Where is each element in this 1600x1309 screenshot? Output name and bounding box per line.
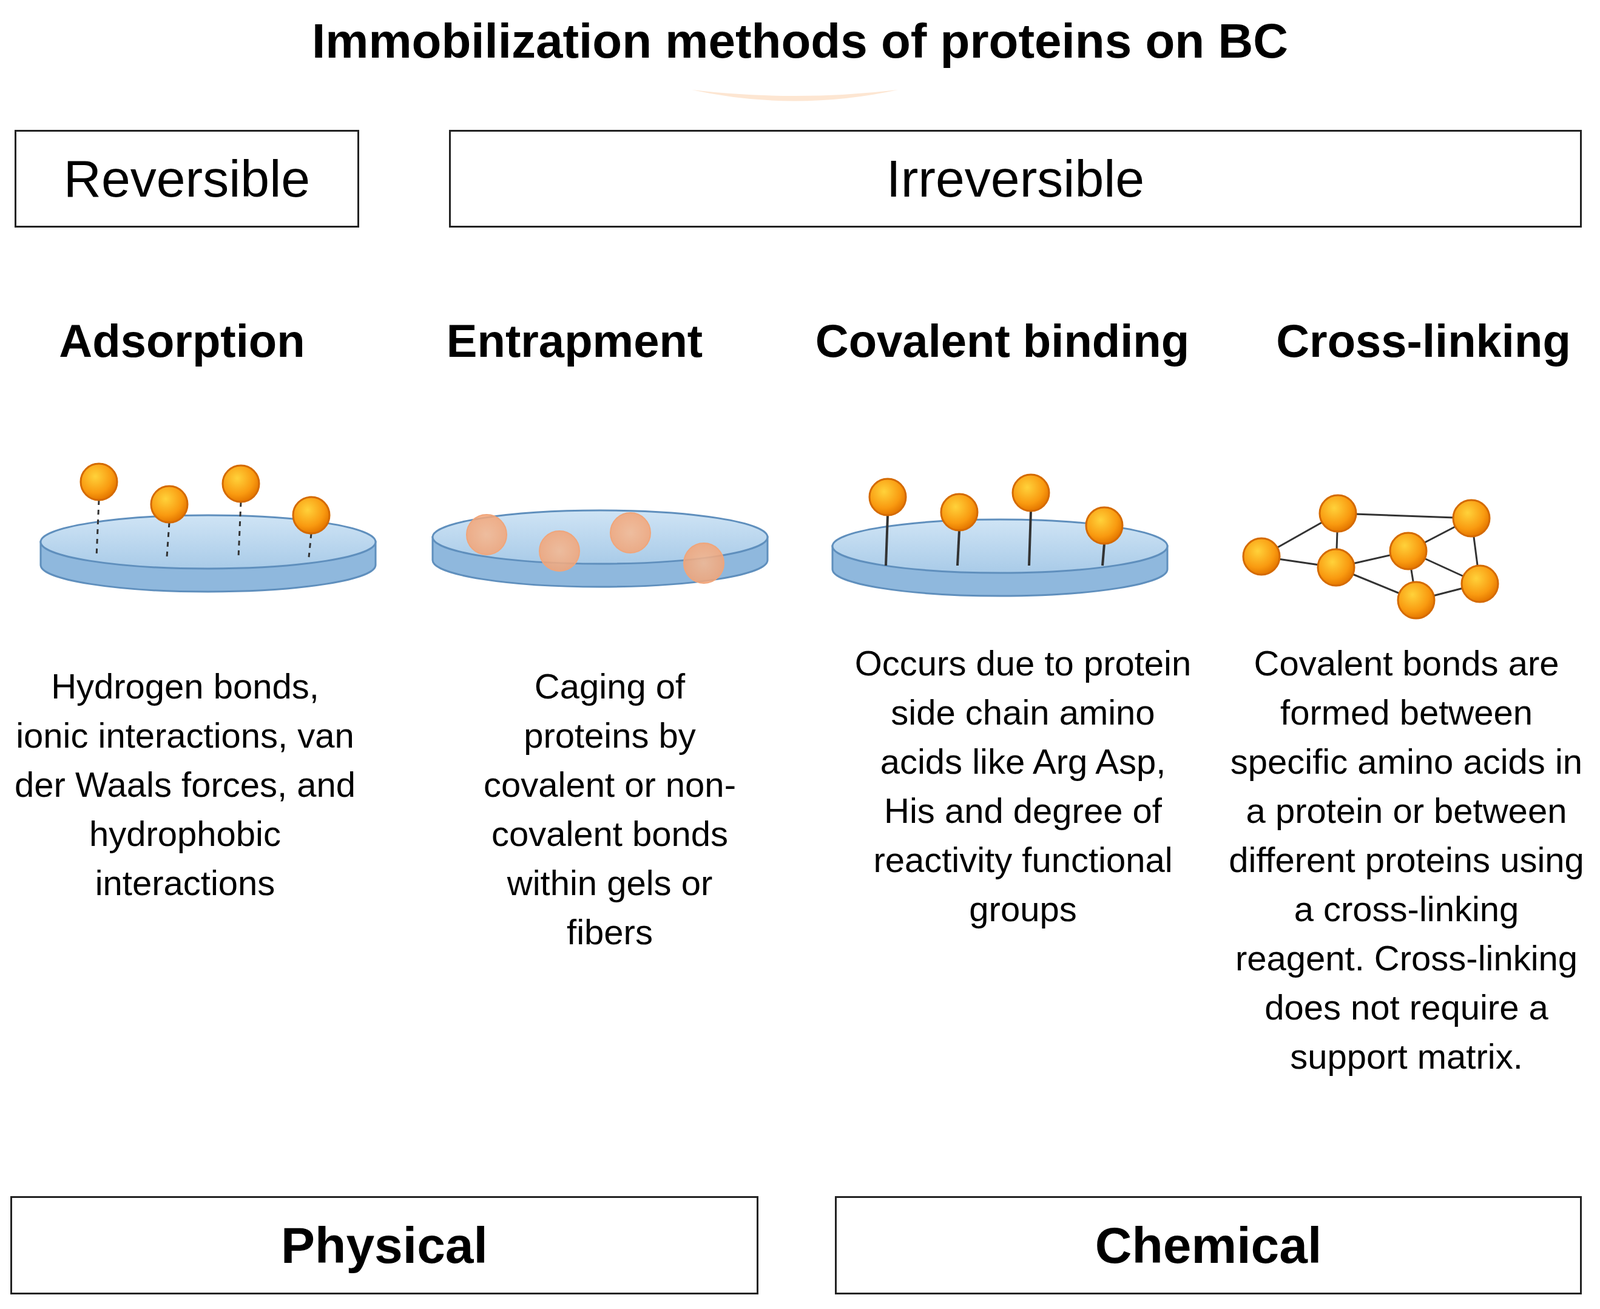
protein — [869, 478, 906, 516]
protein — [1397, 581, 1435, 619]
method-heading: Adsorption — [58, 314, 305, 368]
box-label: Reversible — [63, 148, 311, 209]
protein — [1243, 538, 1280, 575]
type-box: Chemical — [834, 1195, 1582, 1295]
method-description: Caging of proteins by covalent or non-co… — [479, 661, 741, 957]
covalent-bond — [1029, 510, 1031, 566]
protein — [1012, 474, 1050, 511]
protein — [151, 486, 188, 523]
protein — [80, 463, 118, 500]
protein — [941, 493, 978, 531]
weak-bond — [166, 522, 170, 557]
box-label: Chemical — [1095, 1215, 1323, 1275]
box-label: Physical — [280, 1215, 488, 1275]
covalent-bond — [1102, 543, 1105, 566]
entrapped-protein — [539, 530, 580, 571]
type-box: Physical — [10, 1195, 759, 1295]
weak-bond — [96, 499, 99, 557]
box-label: Irreversible — [886, 148, 1145, 209]
protein — [1319, 495, 1357, 532]
title: Immobilization methods of proteins on BC — [311, 13, 1289, 70]
covalent-bond — [957, 530, 960, 566]
method-heading: Covalent binding — [815, 314, 1190, 368]
weak-bond — [238, 501, 241, 557]
weak-bond — [308, 533, 312, 557]
method-heading: Entrapment — [446, 314, 703, 368]
protein — [1461, 565, 1499, 602]
protein — [1086, 507, 1123, 544]
category-box: Irreversible — [448, 129, 1582, 228]
method-description: Covalent bonds are formed between specif… — [1227, 638, 1586, 1081]
protein — [1317, 549, 1355, 586]
entrapped-protein — [610, 512, 651, 553]
title-arrow — [691, 89, 898, 102]
cross-link — [1337, 513, 1472, 519]
covalent-bond — [885, 515, 888, 566]
entrapped-protein — [466, 514, 507, 555]
entrapped-protein — [683, 543, 724, 584]
protein — [293, 496, 330, 534]
method-description: Hydrogen bonds, ionic interactions, van … — [12, 661, 358, 908]
protein — [1453, 499, 1490, 537]
method-description: Occurs due to protein side chain amino a… — [853, 638, 1193, 934]
method-heading: Cross-linking — [1275, 314, 1571, 368]
protein — [222, 465, 260, 502]
protein — [1390, 532, 1427, 570]
category-box: Reversible — [14, 129, 360, 228]
